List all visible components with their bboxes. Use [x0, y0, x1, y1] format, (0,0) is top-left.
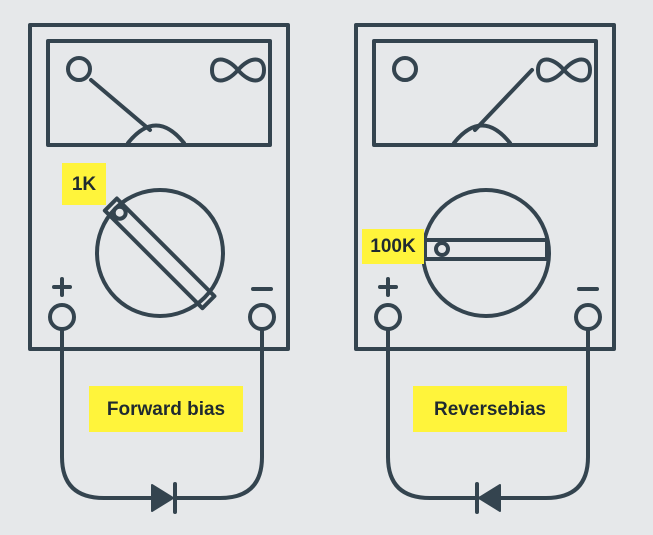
right-infinity-icon: [536, 57, 592, 83]
right-meter: [354, 23, 616, 514]
left-needle-icon: [89, 78, 152, 132]
right-range-label: 100K: [362, 229, 424, 264]
right-needle-hub: [452, 123, 512, 145]
left-meter-body: [28, 23, 290, 351]
left-needle-hub: [126, 123, 186, 145]
left-lead-negative: [174, 327, 264, 500]
left-positive-terminal: [48, 303, 76, 331]
right-negative-terminal: [574, 303, 602, 331]
left-diode-icon: [151, 482, 177, 514]
left-meter: [28, 23, 290, 514]
right-needle-icon: [473, 68, 534, 132]
left-rotary-knob-icon: [95, 188, 225, 318]
left-range-label: 1K: [62, 163, 106, 205]
left-zero-marker: [66, 56, 92, 82]
right-meter-body: [354, 23, 616, 351]
right-diode-icon: [475, 482, 501, 514]
right-lead-positive: [386, 327, 480, 500]
right-zero-marker: [392, 56, 418, 82]
left-meter-display: [46, 39, 272, 147]
right-rotary-knob-icon: [421, 188, 551, 318]
left-lead-positive: [60, 327, 156, 500]
right-meter-display: [372, 39, 598, 147]
left-caption: Forward bias: [89, 386, 243, 432]
left-infinity-icon: [210, 57, 266, 83]
right-positive-terminal: [374, 303, 402, 331]
left-negative-terminal: [248, 303, 276, 331]
right-lead-negative: [498, 327, 590, 500]
right-caption: Reversebias: [413, 386, 567, 432]
